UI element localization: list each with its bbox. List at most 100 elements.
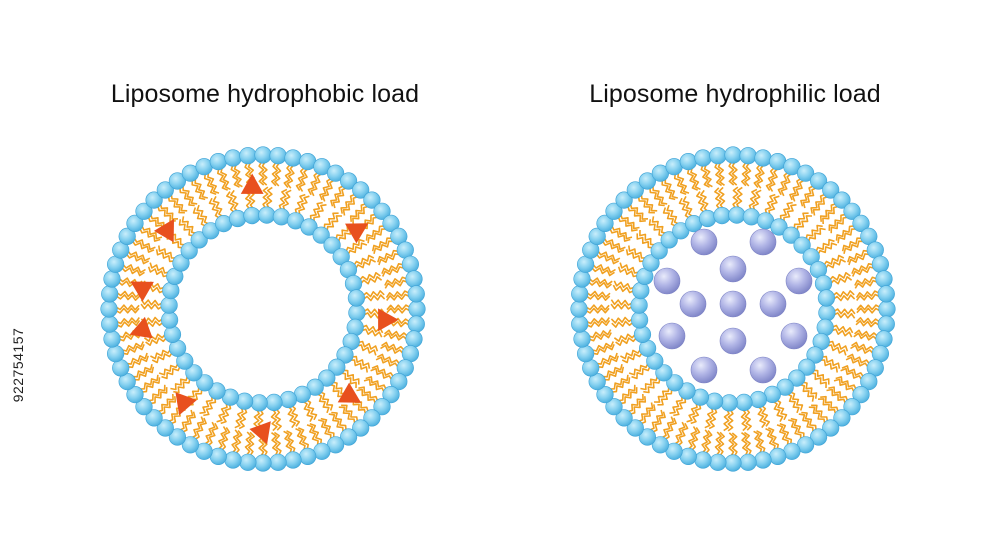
lipid-tail bbox=[217, 168, 229, 191]
lipid-tail bbox=[780, 173, 792, 197]
lipid-tail bbox=[295, 427, 306, 451]
lipid-head bbox=[571, 315, 589, 333]
lipid-tail bbox=[841, 237, 862, 252]
lipid-tail bbox=[161, 366, 181, 380]
lipid-tail bbox=[741, 162, 748, 187]
lipid-head bbox=[300, 218, 318, 236]
lipid-tail bbox=[271, 162, 278, 187]
lipid-tail bbox=[341, 372, 357, 389]
lipid-tail bbox=[126, 352, 148, 365]
lipid-tail bbox=[611, 320, 634, 328]
lipid-head bbox=[875, 330, 893, 348]
lipid-tail bbox=[586, 317, 610, 325]
lipid-tail bbox=[853, 332, 878, 341]
lipid-tail bbox=[196, 204, 209, 225]
lipid-tail bbox=[371, 237, 392, 252]
lipid-head bbox=[168, 172, 186, 190]
lipid-tail bbox=[234, 407, 244, 429]
lipid-head bbox=[630, 311, 649, 329]
lipid-tail bbox=[761, 405, 770, 427]
lipid-tail bbox=[843, 240, 864, 254]
lipid-tail bbox=[788, 419, 802, 440]
lipid-tail bbox=[212, 196, 223, 217]
drug-triangle bbox=[249, 421, 271, 445]
lipid-tail bbox=[297, 427, 309, 450]
lipid-head bbox=[348, 304, 366, 322]
lipid-head bbox=[172, 254, 190, 272]
lipid-head bbox=[185, 364, 203, 382]
lipid-head bbox=[312, 226, 330, 244]
lipid-tail bbox=[800, 185, 814, 207]
lipid-head bbox=[818, 304, 836, 322]
lipid-tail bbox=[851, 341, 875, 351]
lipid-tail bbox=[625, 249, 644, 263]
lipid-tail bbox=[796, 215, 813, 231]
lipid-tail bbox=[830, 216, 848, 234]
lipid-tail bbox=[664, 417, 677, 440]
drug-triangle bbox=[345, 223, 369, 244]
lipid-tail bbox=[768, 195, 780, 215]
lipid-tail bbox=[618, 384, 636, 402]
lipid-head bbox=[798, 358, 816, 376]
lipid-head bbox=[405, 330, 423, 348]
lipid-head bbox=[754, 451, 772, 469]
lipid-tail bbox=[181, 216, 196, 235]
lipid-head bbox=[373, 398, 391, 416]
drug-sphere bbox=[658, 322, 686, 350]
lipid-tail bbox=[714, 187, 722, 210]
lipid-tail bbox=[204, 421, 216, 445]
lipid-tail bbox=[848, 253, 870, 266]
lipid-tail bbox=[381, 341, 405, 351]
lipid-tail bbox=[673, 398, 687, 417]
lipid-tail bbox=[355, 258, 376, 269]
lipid-head bbox=[630, 296, 648, 314]
lipid-tail bbox=[178, 219, 194, 237]
lipid-tail bbox=[361, 328, 383, 338]
lipid-tail bbox=[631, 366, 651, 380]
lipid-head bbox=[363, 409, 381, 427]
lipid-tail bbox=[765, 167, 775, 191]
lipid-tail bbox=[373, 240, 394, 254]
lipid-tail bbox=[820, 359, 838, 373]
lipid-tail bbox=[338, 406, 356, 424]
lipid-head bbox=[161, 311, 179, 329]
lipid-head bbox=[254, 454, 272, 472]
diagram-title-hydrophobic: Liposome hydrophobic load bbox=[110, 80, 420, 108]
drug-sphere bbox=[749, 356, 777, 384]
lipid-tail bbox=[701, 429, 710, 454]
lipid-head bbox=[126, 214, 144, 232]
lipid-tail bbox=[779, 423, 793, 444]
lipid-head bbox=[340, 428, 358, 446]
lipid-tail bbox=[854, 279, 878, 289]
lipid-head bbox=[720, 394, 738, 412]
lipid-tail bbox=[851, 266, 875, 277]
lipid-tail bbox=[613, 280, 635, 290]
lipid-tail bbox=[283, 430, 293, 454]
lipid-tail bbox=[718, 431, 725, 456]
lipid-tail bbox=[350, 359, 368, 373]
lipid-head bbox=[328, 358, 346, 376]
lipid-tail bbox=[362, 290, 385, 298]
lipid-tail bbox=[615, 337, 637, 346]
lipid-tail bbox=[855, 320, 880, 328]
lipid-tail bbox=[832, 290, 855, 298]
lipid-tail bbox=[833, 378, 855, 393]
lipid-head bbox=[626, 419, 644, 437]
lipid-tail bbox=[203, 398, 217, 417]
lipid-tail bbox=[274, 162, 282, 187]
lipid-tail bbox=[773, 401, 784, 422]
lipid-tail bbox=[121, 267, 145, 277]
lipid-tail bbox=[690, 404, 702, 425]
lipid-head bbox=[605, 398, 623, 416]
lipid-tail bbox=[286, 430, 296, 453]
lipid-head bbox=[596, 214, 614, 232]
lipid-head bbox=[739, 453, 757, 471]
lipid-head bbox=[284, 451, 302, 469]
lipid-tail bbox=[662, 207, 676, 227]
lipid-tail bbox=[221, 427, 231, 451]
lipid-tail bbox=[741, 432, 749, 456]
lipid-tail bbox=[845, 356, 869, 368]
lipid-tail bbox=[357, 344, 377, 356]
lipid-tail bbox=[823, 254, 845, 266]
lipid-tail bbox=[385, 290, 410, 299]
